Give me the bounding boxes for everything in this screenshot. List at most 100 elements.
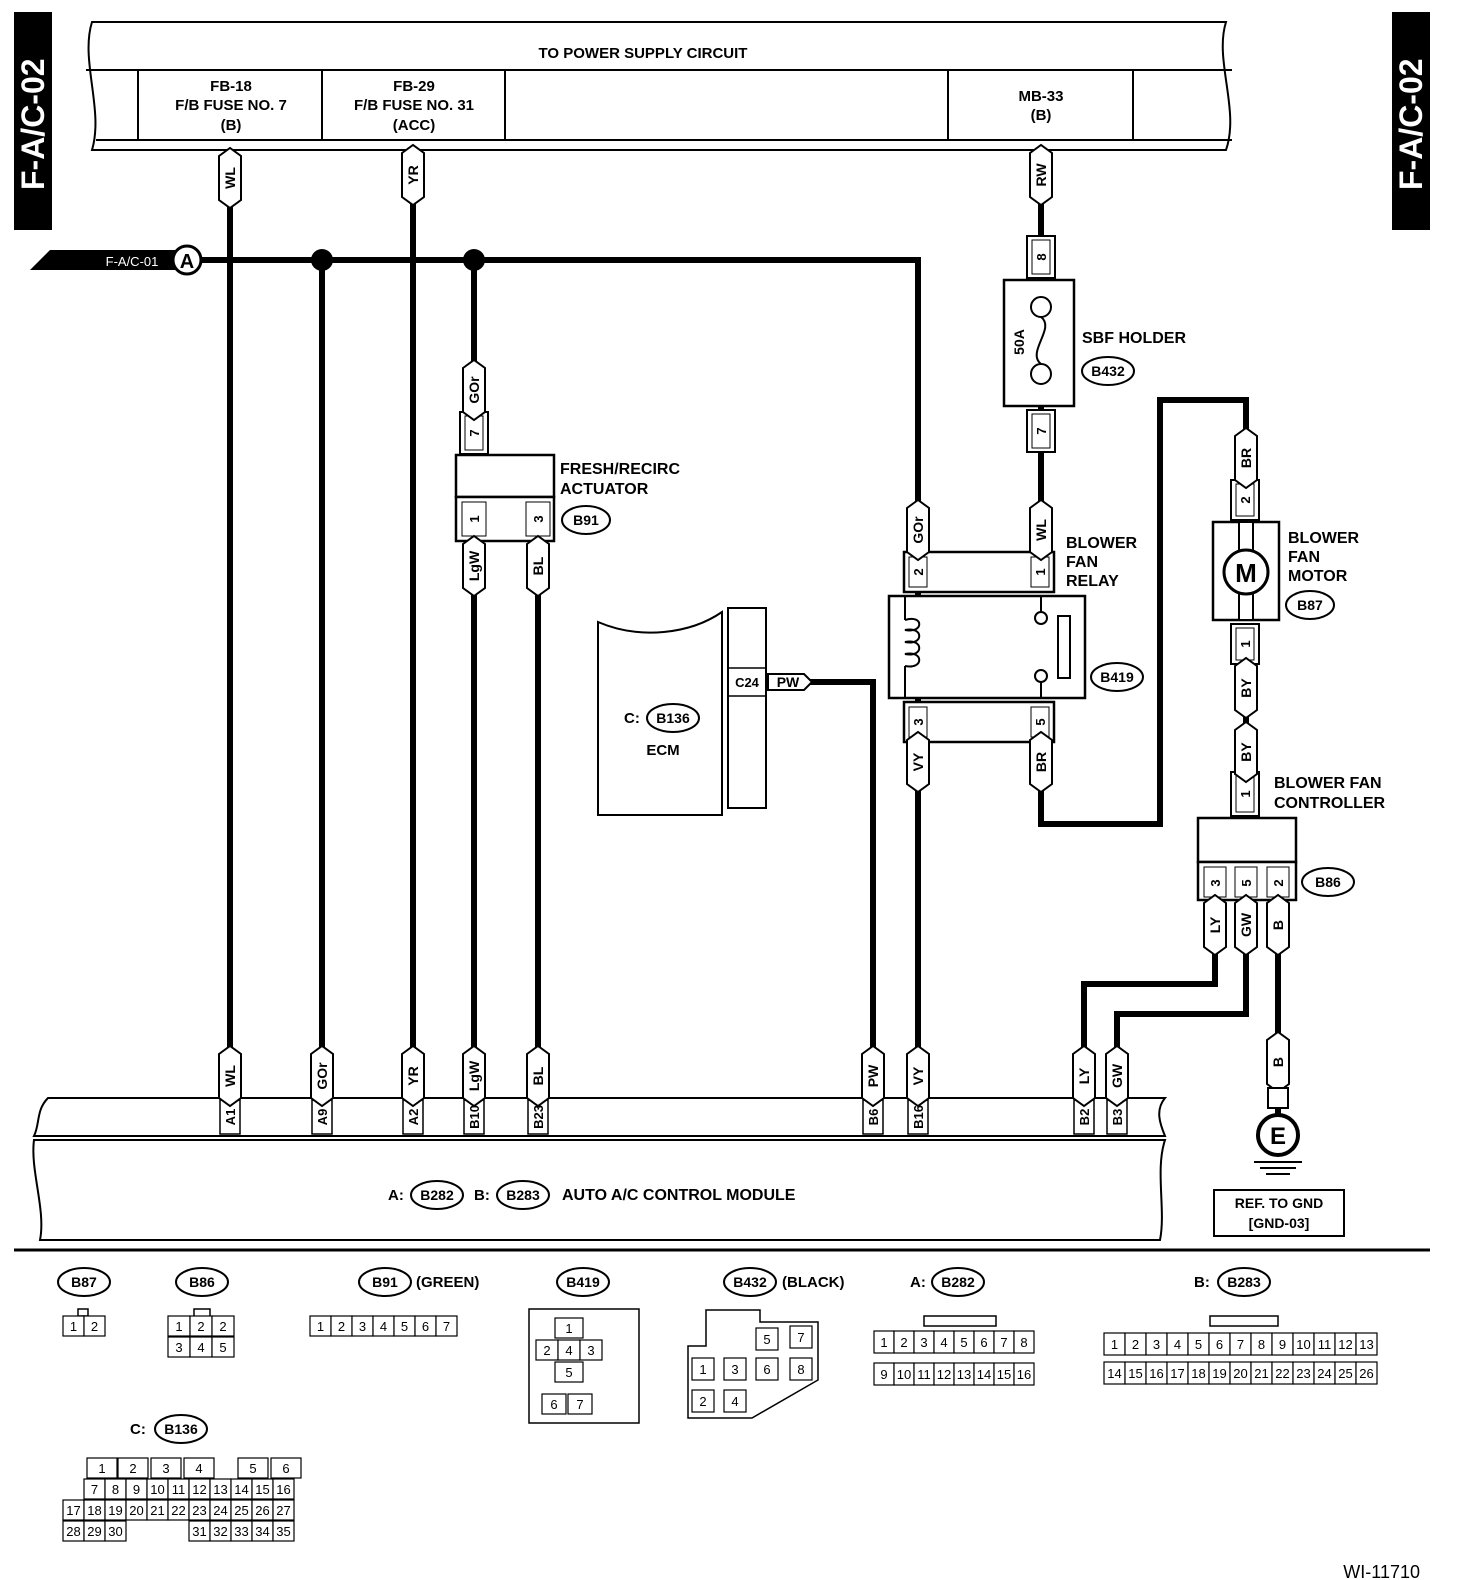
svg-text:29: 29 [87,1524,101,1539]
pin-cell: 3 [167,1336,191,1358]
svg-text:16: 16 [1149,1366,1163,1381]
svg-text:21: 21 [150,1503,164,1518]
wire-tag-rw: RW [1029,143,1053,207]
module-pin: A1 [219,1099,241,1135]
svg-text:3: 3 [531,515,546,522]
svg-text:11: 11 [1318,1337,1332,1352]
svg-text:6: 6 [980,1335,987,1350]
svg-text:YR: YR [405,1066,421,1085]
pin-cell: 1 [309,1315,332,1337]
legend-b87-badge: B87 [57,1267,111,1297]
pin-cell: 2 [83,1315,106,1337]
svg-text:B419: B419 [1100,669,1134,685]
wire-tag-gor: GOr [906,498,930,562]
pin-cell: 16 [1145,1361,1168,1385]
pin-cell: 2 [691,1389,715,1413]
pin-cell: 21 [146,1499,169,1521]
figure-id: WI-11710 [1343,1562,1420,1580]
svg-text:4: 4 [565,1343,572,1358]
control-module [32,1097,1168,1241]
module-prefix-b: B: [474,1187,490,1204]
svg-text:BR: BR [1033,752,1049,772]
svg-text:B16: B16 [911,1105,926,1129]
svg-text:16: 16 [276,1482,290,1497]
pin-cell: 7 [993,1330,1015,1354]
svg-text:13: 13 [957,1367,971,1382]
svg-text:1: 1 [699,1362,706,1377]
svg-text:B136: B136 [656,710,690,726]
power-supply-bar [86,21,1232,151]
svg-text:15: 15 [1128,1366,1142,1381]
pin-cell: 22 [167,1499,190,1521]
svg-text:F-A/C-02: F-A/C-02 [1393,58,1429,190]
svg-text:6: 6 [550,1397,557,1412]
pin-cell: 22 [1271,1361,1294,1385]
pin-cell: 4 [933,1330,955,1354]
pin-cell: 19 [104,1499,127,1521]
svg-text:4: 4 [195,1461,202,1476]
svg-text:20: 20 [129,1503,143,1518]
pin-cell: 30 [104,1520,127,1542]
module-code-a-badge: B282 [410,1180,464,1210]
pin-cell: 6 [973,1330,995,1354]
pin-cell: 6 [1208,1332,1231,1356]
wire-tag-wl: WL [1029,498,1053,562]
module-code-b-badge: B283 [496,1180,550,1210]
svg-text:2: 2 [543,1343,550,1358]
svg-text:9: 9 [880,1367,887,1382]
svg-text:3: 3 [920,1335,927,1350]
blower-fan-motor: 2 M 1 [1211,479,1281,665]
pin-cell: 11 [1313,1332,1336,1356]
pin-cell: 14 [973,1362,995,1386]
splice-point [311,249,333,271]
svg-text:4: 4 [731,1394,738,1409]
pin-cell: 28 [62,1520,85,1542]
svg-text:9: 9 [1279,1337,1286,1352]
svg-text:1: 1 [565,1321,572,1336]
legend-b282-badge: B282 [931,1267,985,1297]
pin-cell: 16 [272,1478,295,1500]
pin-cell: 20 [1229,1361,1252,1385]
pin-cell: 23 [188,1499,211,1521]
svg-text:8: 8 [1258,1337,1265,1352]
svg-text:B10: B10 [467,1105,482,1129]
fb18-label: FB-18 F/B FUSE NO. 7 (B) [175,78,287,134]
pin-cell: 11 [913,1362,935,1386]
fresh-recirc-actuator: 7 1 3 [454,411,556,543]
pin-cell: 4 [372,1315,395,1337]
pin-cell: 24 [209,1499,232,1521]
svg-text:26: 26 [255,1503,269,1518]
svg-text:A2: A2 [406,1109,421,1126]
pin-cell: 13 [209,1478,232,1500]
pin-cell: 5 [211,1336,235,1358]
svg-text:22: 22 [171,1503,185,1518]
blower-fan-relay: 2 1 3 5 [887,550,1087,744]
svg-text:5: 5 [763,1332,770,1347]
svg-text:PW: PW [777,674,800,690]
svg-text:BY: BY [1238,742,1254,762]
pin-cell: 8 [1250,1332,1273,1356]
svg-text:MB-33: MB-33 [1018,88,1063,105]
svg-text:RELAY: RELAY [1066,573,1119,590]
svg-text:FRESH/RECIRC: FRESH/RECIRC [560,461,680,478]
svg-text:B283: B283 [506,1187,540,1203]
svg-text:3: 3 [1153,1337,1160,1352]
svg-text:10: 10 [1296,1337,1310,1352]
svg-text:2: 2 [219,1319,226,1334]
pin-cell: 16 [1013,1362,1035,1386]
svg-text:A1: A1 [223,1109,238,1126]
svg-text:1: 1 [1238,640,1253,647]
svg-text:VY: VY [910,1066,926,1085]
svg-text:5: 5 [249,1461,256,1476]
pin-cell: 31 [188,1520,211,1542]
pin-cell: 7 [1229,1332,1252,1356]
wire-tag-gw: GW [1105,1044,1129,1108]
svg-text:BR: BR [1238,448,1254,468]
svg-text:12: 12 [937,1367,951,1382]
pin-cell: 26 [1355,1361,1378,1385]
pin-cell: 4 [189,1336,213,1358]
legend-b419-badge: B419 [556,1267,610,1297]
svg-text:27: 27 [276,1503,290,1518]
blower-controller-label: BLOWER FAN CONTROLLER [1274,775,1386,812]
pin-cell: 25 [230,1499,253,1521]
